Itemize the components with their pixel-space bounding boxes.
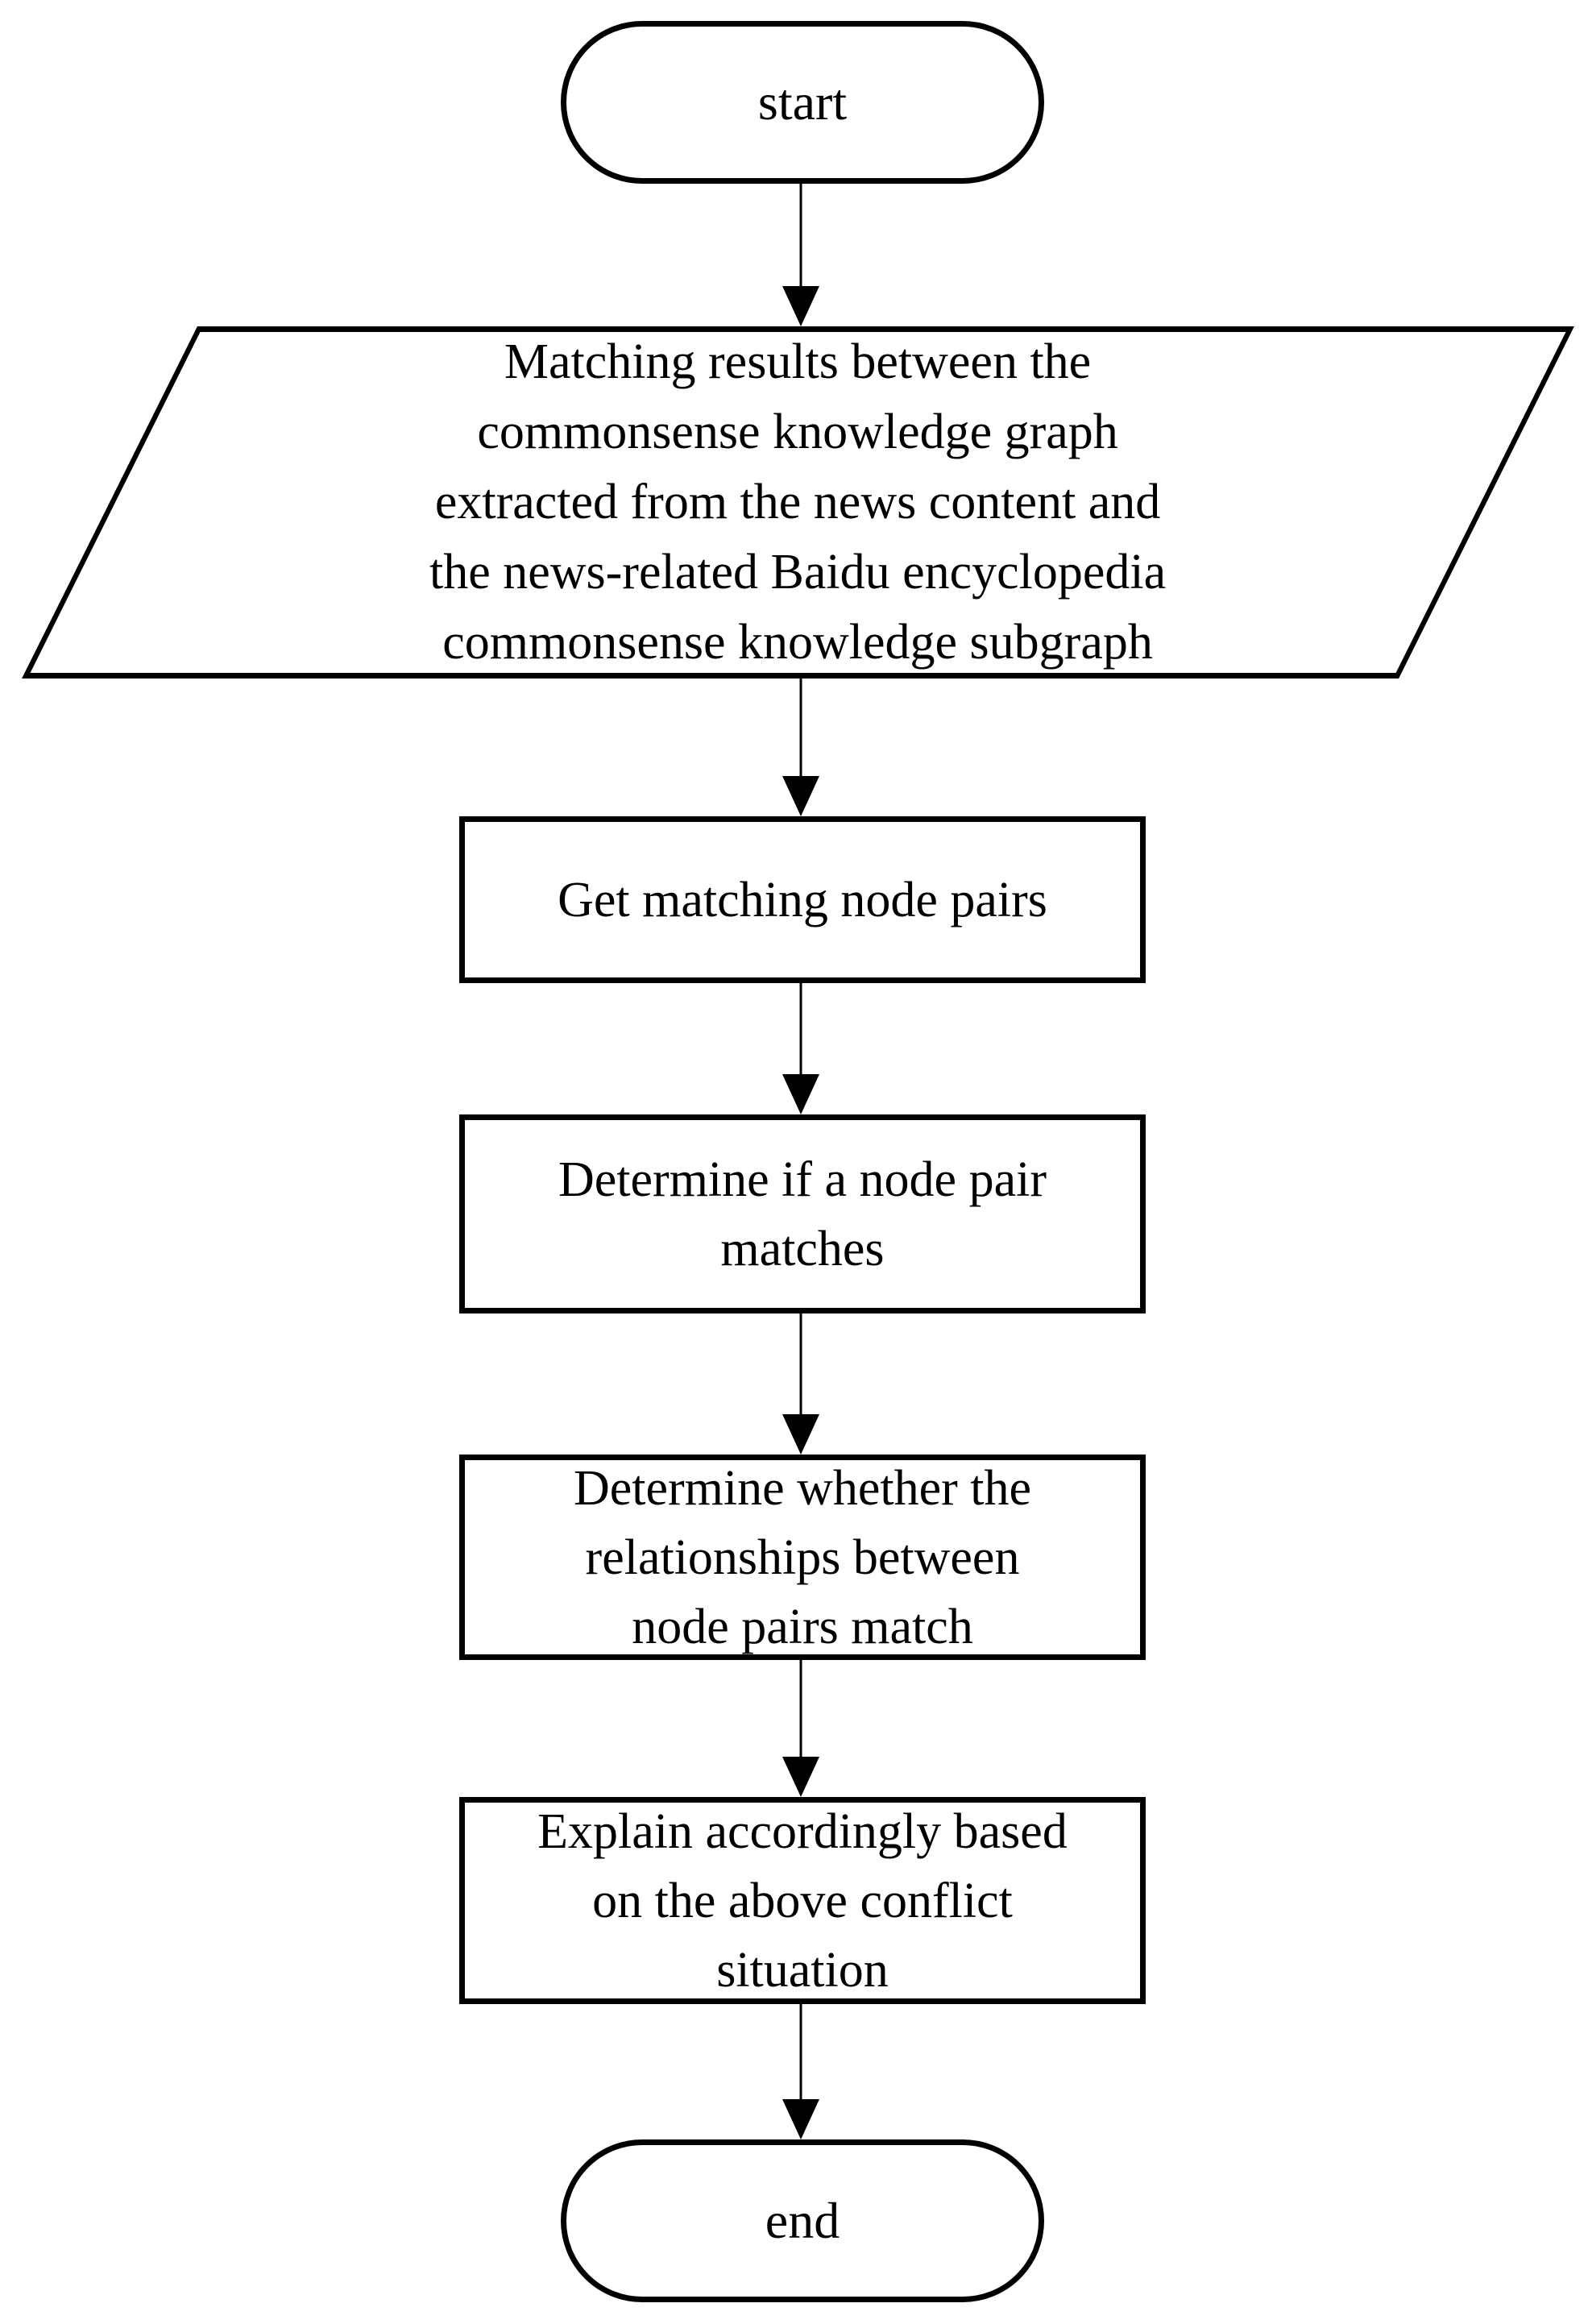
process-box-label: Determine whether the relationships betw… (573, 1460, 1032, 1654)
arrow-input-to-step1 (782, 679, 819, 816)
arrow-shaft (799, 2004, 802, 2102)
process-box-label: Get matching node pairs (558, 872, 1047, 928)
process-box-label: Determine if a node pair matches (558, 1152, 1047, 1276)
process-box-get-matching-node-pairs: Get matching node pairs (459, 816, 1146, 983)
arrow-shaft (799, 1313, 802, 1417)
arrow-step2-to-step3 (782, 1313, 819, 1455)
input-parallelogram-label: Matching results between the commonsense… (429, 334, 1167, 670)
input-parallelogram-node: Matching results between the commonsense… (22, 326, 1574, 679)
arrow-step4-to-end (782, 2004, 819, 2139)
down-arrowhead-icon (782, 1414, 819, 1455)
arrow-step1-to-step2 (782, 983, 819, 1114)
down-arrowhead-icon (782, 1074, 819, 1114)
arrow-shaft (799, 184, 802, 288)
process-box-label: Explain accordingly based on the above c… (537, 1803, 1068, 1998)
arrow-shaft (799, 1660, 802, 1759)
down-arrowhead-icon (782, 1757, 819, 1797)
process-box-explain-conflict: Explain accordingly based on the above c… (459, 1797, 1146, 2004)
end-node: end (561, 2139, 1044, 2302)
start-node: start (561, 21, 1044, 184)
down-arrowhead-icon (782, 2099, 819, 2139)
process-box-determine-node-pair-match: Determine if a node pair matches (459, 1114, 1146, 1313)
start-node-label: start (757, 73, 848, 131)
arrow-start-to-input (782, 184, 819, 326)
arrow-step3-to-step4 (782, 1660, 819, 1797)
down-arrowhead-icon (782, 286, 819, 326)
arrow-shaft (799, 983, 802, 1077)
end-node-label: end (765, 2192, 840, 2249)
arrow-shaft (799, 679, 802, 778)
process-box-determine-relationships-match: Determine whether the relationships betw… (459, 1455, 1146, 1660)
down-arrowhead-icon (782, 776, 819, 816)
